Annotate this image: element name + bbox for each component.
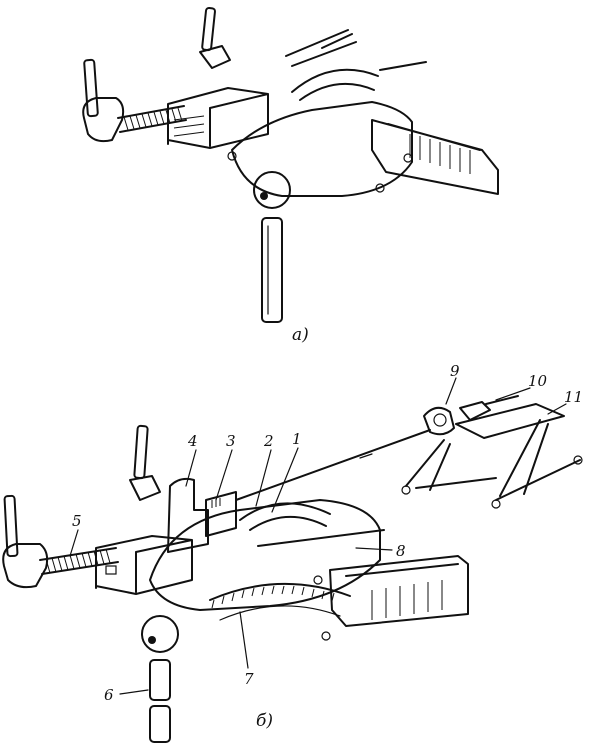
callout-7: 7: [244, 670, 254, 688]
panel-b-arc-guide: [239, 502, 331, 531]
callout-10: 10: [528, 372, 548, 390]
panel-b-rod: [257, 529, 385, 547]
panel-a-central-body: [231, 101, 413, 197]
panel-b-left-knob: [2, 543, 49, 589]
panel-a-left-handle: [83, 58, 99, 118]
leader-lines: [69, 377, 567, 695]
callout-2: 2: [263, 432, 274, 450]
panel-b-top-handle: [133, 424, 149, 480]
callout-4: 4: [187, 432, 198, 450]
panel-a-rods: [285, 29, 427, 71]
panel-b-drawing: 1 2 3 4 5 6 7 8 9 10 11 б): [2, 362, 583, 743]
panel-b-sight-rod: [235, 429, 431, 501]
callout-5: 5: [72, 512, 82, 530]
panel-a-top-screw-head: [199, 45, 231, 69]
panel-b-bed: [329, 555, 469, 627]
callout-8: 8: [396, 542, 406, 560]
panel-a-drawing: а): [82, 6, 499, 345]
panel-b-clamp-column: [167, 477, 237, 553]
panel-b-left-handle: [3, 494, 19, 558]
panel-b-caption: б): [256, 711, 273, 731]
panel-b-stem: [149, 659, 171, 701]
panel-a-top-handle: [201, 6, 216, 52]
panel-b-sight-assembly: [401, 395, 583, 509]
panel-a-left-knob: [82, 97, 125, 143]
panel-a-ball-joint: [253, 171, 291, 209]
panel-a-caption: а): [292, 325, 309, 345]
panel-b-slide-block: [95, 535, 193, 595]
panel-a-stem: [261, 217, 283, 323]
panel-b-central-body: [149, 499, 381, 611]
panel-a-arc-guide: [291, 68, 379, 101]
callout-6: 6: [104, 686, 114, 704]
panel-b-gear-sector: [209, 582, 351, 601]
panel-a-bed: [371, 119, 499, 195]
callout-11: 11: [564, 388, 583, 406]
callout-3: 3: [226, 432, 236, 450]
callout-1: 1: [292, 430, 302, 448]
callout-9: 9: [450, 362, 460, 380]
panel-a-slide-block: [167, 87, 269, 149]
panel-b-ball-joint: [141, 615, 179, 653]
